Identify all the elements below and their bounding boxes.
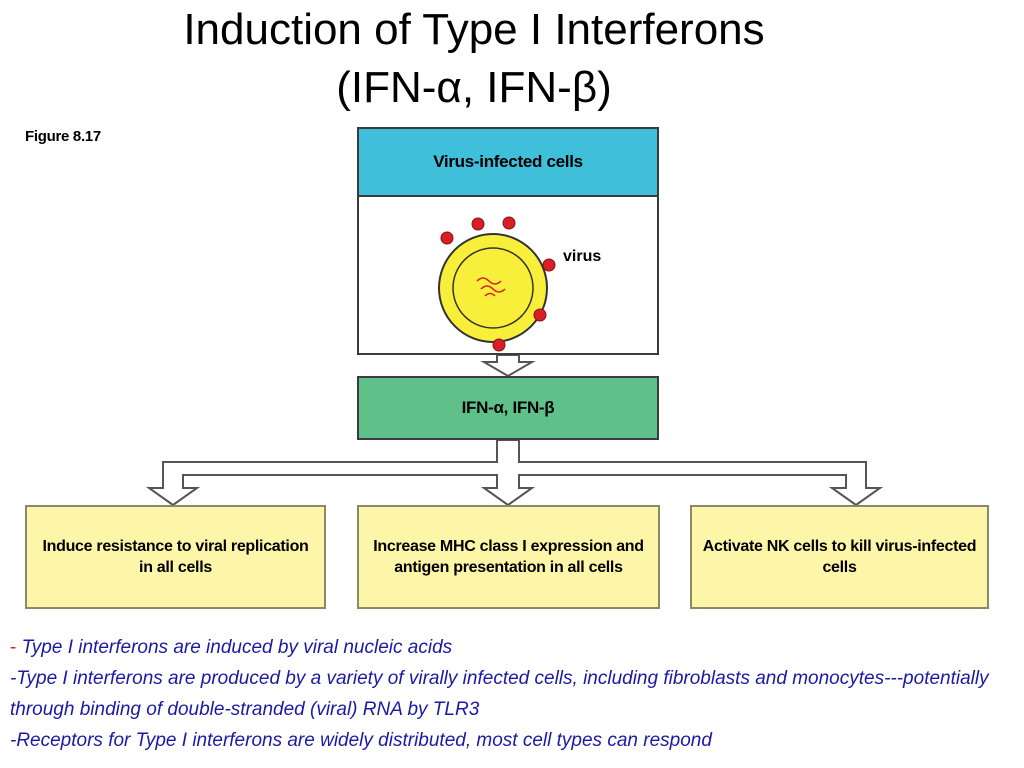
- infected-cell-illustration: virus: [438, 216, 601, 352]
- note-1-dash: -: [10, 637, 17, 658]
- note-1-text: Type I interferons are induced by viral …: [16, 637, 453, 658]
- slide-title-line-2: (IFN-α, IFN-β): [336, 63, 612, 112]
- note-1: - Type I interferons are induced by vira…: [10, 632, 1014, 663]
- outcome-activate-nk: Activate NK cells to kill virus-infected…: [690, 505, 989, 609]
- outcome-induce-resistance: Induce resistance to viral replication i…: [25, 505, 326, 609]
- slide-title-line-1: Induction of Type I Interferons: [183, 5, 765, 54]
- cell-icon: [438, 233, 548, 343]
- arrow-down-icon: [480, 354, 536, 378]
- virus-infected-cells-panel: Virus-infected cells virus: [357, 127, 659, 355]
- virus-particles-icon: [440, 216, 556, 352]
- virus-infected-cells-title: Virus-infected cells: [359, 129, 657, 197]
- note-3: -Receptors for Type I interferons are wi…: [10, 730, 712, 751]
- virus-label: virus: [563, 248, 601, 265]
- branch-arrows: [145, 439, 884, 507]
- outcome-increase-mhc: Increase MHC class I expression and anti…: [357, 505, 660, 609]
- figure-label: Figure 8.17: [25, 128, 101, 145]
- ifn-alpha-beta-box: IFN-α, IFN-β: [357, 376, 659, 440]
- notes-list: - Type I interferons are induced by vira…: [10, 632, 1014, 756]
- note-2: -Type I interferons are produced by a va…: [10, 668, 989, 720]
